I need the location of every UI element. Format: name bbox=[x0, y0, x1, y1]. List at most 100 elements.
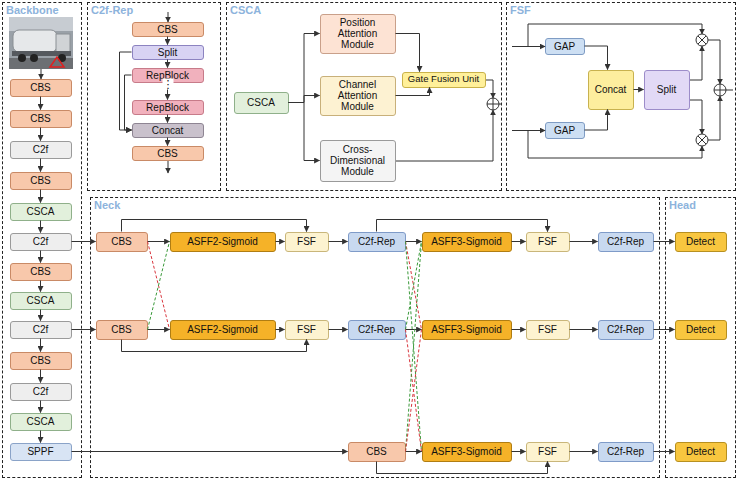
block-label: CSCA bbox=[25, 295, 57, 306]
gap-block: GAP bbox=[545, 38, 585, 55]
flow-arrow bbox=[654, 241, 675, 242]
sum-symbol bbox=[487, 98, 499, 110]
warning-triangle bbox=[50, 57, 64, 67]
flow-arrow bbox=[167, 138, 168, 146]
panel-frame: C2f-RepCBSSplitRepBlockRepBlockConcatCBS bbox=[87, 2, 221, 191]
sppf-block: SPPF bbox=[10, 443, 72, 461]
asff-block: ASFF3-Sigmoid bbox=[422, 320, 512, 340]
cbs-block: CBS bbox=[96, 320, 148, 340]
sum-cross bbox=[487, 98, 499, 110]
flow-arrow bbox=[512, 451, 526, 452]
block-label: FSF bbox=[536, 236, 559, 247]
fsf-block: FSF bbox=[526, 232, 570, 252]
flow-arrow bbox=[40, 401, 41, 413]
input-arrow bbox=[168, 12, 169, 22]
output-arrow bbox=[168, 161, 169, 173]
truck-chassis bbox=[12, 51, 71, 56]
flow-arrow bbox=[148, 241, 170, 242]
c2f-block: C2f bbox=[10, 321, 72, 339]
fsf-block: FSF bbox=[285, 320, 329, 340]
cross-scale-link bbox=[406, 242, 422, 330]
concat-block: Concat bbox=[132, 123, 204, 138]
gap-block: GAP bbox=[545, 122, 585, 139]
flow-arrow bbox=[276, 241, 285, 242]
block-label: C2f-Rep bbox=[356, 236, 397, 247]
block-label: CSCA bbox=[245, 97, 277, 108]
block-label: Channel Attention Module bbox=[321, 79, 395, 112]
flow-arrow bbox=[289, 96, 320, 103]
flow-arrow bbox=[167, 60, 168, 68]
flow-arrow bbox=[40, 97, 41, 110]
block-label: CBS bbox=[28, 175, 53, 186]
block-label: ASFF3-Sigmoid bbox=[429, 446, 504, 457]
flow-arrow bbox=[570, 329, 598, 330]
flow-arrow bbox=[40, 339, 41, 352]
flow-arrow bbox=[654, 451, 675, 452]
block-label: ASFF3-Sigmoid bbox=[429, 236, 504, 247]
multiply-symbol bbox=[696, 134, 708, 146]
panel-heading: Neck bbox=[94, 199, 120, 211]
fsf-block: FSF bbox=[526, 320, 570, 340]
input-arrow bbox=[41, 69, 42, 79]
block-label: Detect bbox=[684, 324, 717, 335]
flow-arrow bbox=[406, 329, 422, 330]
wire bbox=[708, 96, 720, 140]
multiply-cross bbox=[698, 36, 706, 44]
photo-road bbox=[9, 58, 73, 69]
wire bbox=[512, 130, 545, 131]
c2f-rep-block: C2f-Rep bbox=[598, 320, 654, 340]
flow-arrow bbox=[40, 159, 41, 172]
asff-block: ASFF3-Sigmoid bbox=[422, 232, 512, 252]
csca-block: CSCA bbox=[10, 413, 72, 431]
cbs-block: CBS bbox=[96, 232, 148, 252]
block-label: CBS bbox=[155, 24, 180, 35]
multiply-symbol bbox=[696, 34, 708, 46]
panel-frame: BackboneCBSCBSC2fCBSCSCAC2fCBSCSCAC2fCBS… bbox=[2, 2, 82, 478]
panel-heading: FSF bbox=[510, 4, 531, 16]
block-label: ASFF3-Sigmoid bbox=[429, 324, 504, 335]
block-label: Cross-Dimensional Module bbox=[321, 144, 395, 177]
fsf-block: FSF bbox=[285, 232, 329, 252]
asff-block: ASFF2-Sigmoid bbox=[170, 320, 276, 340]
block-label: Gate Fusion Unit bbox=[406, 74, 481, 84]
block-label: Position Attention Module bbox=[321, 17, 395, 50]
block-label: CSCA bbox=[25, 206, 57, 217]
cross-scale-link bbox=[148, 242, 170, 330]
wire bbox=[486, 80, 493, 98]
flow-arrow bbox=[289, 103, 320, 161]
cbs-block: CBS bbox=[132, 146, 204, 161]
flow-arrow bbox=[377, 462, 548, 474]
flow-arrow bbox=[289, 34, 320, 103]
wire bbox=[396, 110, 493, 161]
flow-arrow bbox=[40, 431, 41, 443]
wire bbox=[726, 90, 733, 91]
truck-photo bbox=[9, 17, 73, 69]
block-label: FSF bbox=[536, 446, 559, 457]
flow-arrow bbox=[40, 310, 41, 321]
concat-block: Concat bbox=[588, 70, 634, 110]
block-label: Detect bbox=[684, 236, 717, 247]
flow-arrow bbox=[40, 128, 41, 141]
csca-sum bbox=[396, 80, 502, 161]
flow-arrow bbox=[40, 221, 41, 233]
flow-arrow bbox=[377, 220, 548, 232]
cbs-block: CBS bbox=[10, 263, 72, 281]
cbs-block: CBS bbox=[10, 79, 72, 97]
block-label: Split bbox=[156, 47, 179, 58]
flow-arrow bbox=[634, 89, 644, 90]
block-label: C2f-Rep bbox=[356, 324, 397, 335]
sum-cross bbox=[714, 84, 726, 96]
flow-arrow bbox=[585, 46, 608, 70]
block-label: ASFF2-Sigmoid bbox=[185, 236, 260, 247]
panel-heading: Backbone bbox=[6, 4, 59, 16]
flow-arrow bbox=[570, 241, 598, 242]
flow-arrow bbox=[512, 329, 526, 330]
csca-block: CSCA bbox=[10, 203, 72, 221]
flow-arrow bbox=[72, 241, 96, 242]
panel-heading: Head bbox=[669, 199, 696, 211]
panel-frame: HeadDetectDetectDetect bbox=[665, 197, 736, 478]
flow-arrow bbox=[396, 34, 420, 72]
flow-arrow bbox=[654, 329, 675, 330]
block-label: CBS bbox=[109, 324, 134, 335]
block-label: CBS bbox=[155, 148, 180, 159]
